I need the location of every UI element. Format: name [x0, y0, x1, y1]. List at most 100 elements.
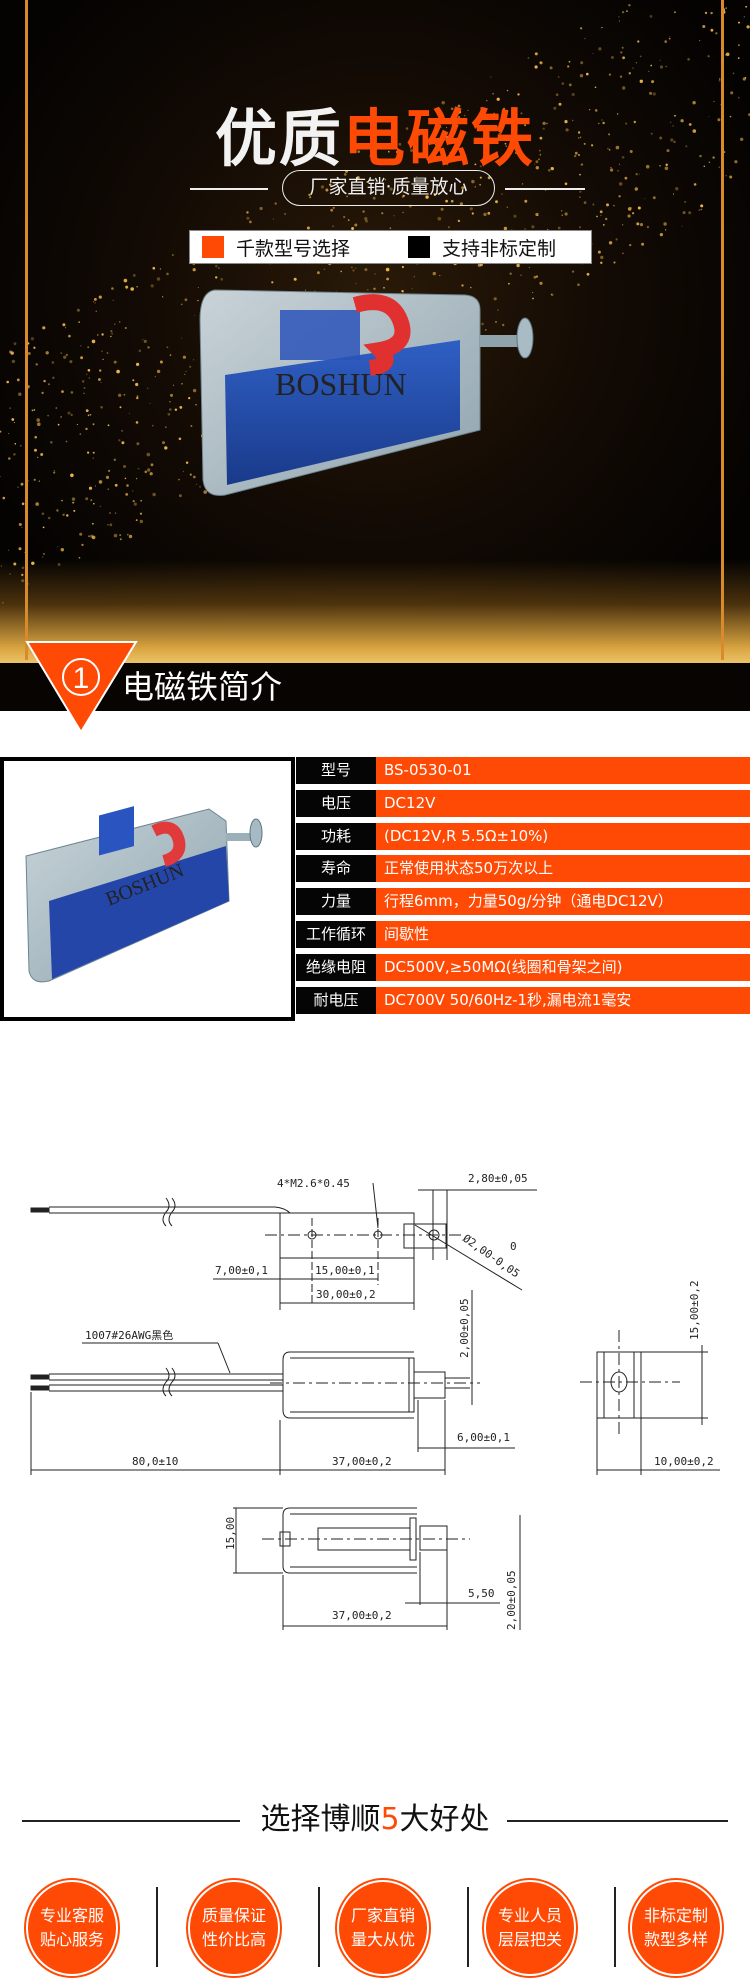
sparkle [459, 202, 463, 206]
sparkle [62, 323, 66, 327]
sparkle [506, 206, 509, 208]
title-number: 5 [380, 1802, 400, 1837]
sparkle [149, 402, 151, 404]
sparkle [729, 115, 732, 118]
sparkle [457, 104, 461, 108]
sparkle [402, 211, 404, 214]
sparkle [61, 390, 64, 393]
sparkle [450, 107, 454, 111]
sparkle [415, 183, 419, 186]
sparkle [439, 274, 441, 277]
subtitle-pill: 厂家直销·质量放心 [282, 170, 495, 206]
sparkle [124, 477, 127, 480]
sparkle [618, 195, 621, 198]
sparkle [669, 121, 672, 124]
sparkle [712, 156, 715, 159]
sparkle [393, 215, 395, 217]
dim-15-00-height: 15,00±0,2 [688, 1280, 701, 1340]
dim-2-00: 2,00±0,05 [458, 1298, 471, 1358]
sparkle [36, 418, 40, 422]
sparkle [635, 62, 638, 64]
sparkle [398, 142, 402, 146]
sparkle [127, 533, 129, 536]
sparkle [433, 193, 437, 197]
spec-value: 间歇性 [376, 921, 750, 948]
dim-15-small: 15,00 [224, 1517, 237, 1550]
sparkle [43, 553, 45, 555]
sparkle [639, 223, 644, 227]
sparkle [107, 424, 110, 427]
sparkle [132, 273, 136, 277]
sparkle [172, 384, 174, 386]
benefits-title: 选择博顺5大好处 [0, 1800, 750, 1840]
sparkle [81, 380, 85, 383]
sparkle [602, 121, 605, 125]
sparkle [620, 51, 623, 54]
sparkle [572, 119, 574, 122]
sparkle [684, 200, 687, 204]
sparkle [625, 122, 628, 125]
sparkle [687, 58, 690, 61]
sparkle [577, 137, 580, 139]
spec-label: 工作循环 [296, 921, 376, 948]
sparkle [445, 135, 449, 139]
sparkle [60, 548, 64, 552]
sparkle [659, 233, 664, 237]
top-view [30, 1182, 537, 1310]
sparkle [692, 101, 696, 105]
sparkle [63, 355, 67, 359]
sparkle [14, 443, 17, 445]
sparkle [413, 276, 415, 278]
benefit-line2: 款型多样 [643, 1930, 708, 1949]
sparkle [17, 486, 19, 488]
sparkle [166, 346, 169, 349]
sparkle [329, 183, 332, 186]
sparkle [332, 206, 335, 209]
sparkle [94, 298, 97, 301]
benefit-line2: 贴心服务 [39, 1930, 104, 1949]
sparkle [325, 188, 329, 192]
sparkle [558, 102, 562, 106]
sparkle [164, 446, 168, 450]
sparkle [715, 32, 718, 35]
sparkle [467, 109, 469, 111]
sparkle [474, 186, 476, 188]
sparkle [18, 523, 22, 526]
sparkle [31, 409, 34, 412]
sparkle [135, 382, 139, 387]
benefit-line1: 专业人员 [497, 1906, 562, 1925]
sparkle [323, 268, 326, 271]
sparkle [417, 133, 421, 137]
sparkle [293, 277, 297, 281]
sparkle [550, 293, 552, 295]
sparkle [670, 138, 674, 142]
sparkle [548, 169, 551, 172]
sparkle [535, 160, 539, 164]
sparkle [70, 473, 74, 478]
sparkle [135, 519, 138, 521]
sparkle [700, 204, 704, 208]
sparkle [192, 388, 197, 393]
sparkle [79, 532, 83, 536]
sparkle [389, 227, 392, 229]
sparkle [35, 363, 38, 366]
sparkle [481, 322, 484, 326]
sparkle [136, 395, 139, 398]
sparkle [586, 72, 589, 76]
sparkle [580, 61, 584, 65]
sparkle [410, 149, 414, 152]
sparkle [557, 226, 561, 230]
sparkle [73, 509, 76, 512]
dim-10-00: 10,00±0,2 [654, 1455, 714, 1468]
gold-border-right [721, 0, 724, 660]
sparkle [744, 77, 747, 79]
sparkle [447, 226, 450, 229]
sparkle [0, 476, 1, 478]
sparkle [708, 116, 710, 118]
sparkle [592, 53, 594, 54]
benefit-badge: 专业人员层层把关 [484, 1880, 576, 1976]
sparkle [502, 323, 505, 327]
sparkle [738, 44, 740, 46]
sparkle [364, 217, 368, 221]
